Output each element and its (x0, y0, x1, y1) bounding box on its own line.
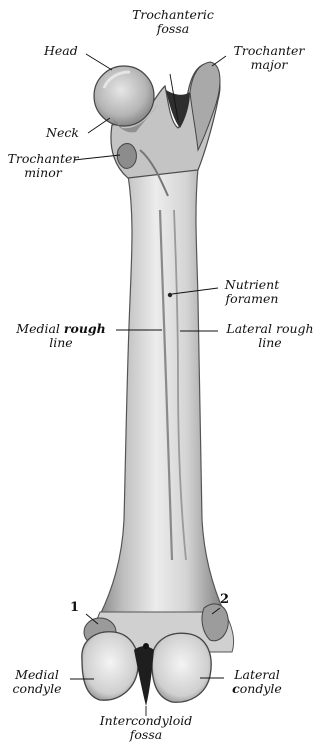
label-trochanter-minor: Trochanter minor (6, 152, 80, 180)
marker-2: 2 (220, 592, 229, 607)
label-medial-rough-line-word1: Medial (16, 321, 64, 336)
label-medial-condyle-line2: condyle (2, 682, 72, 696)
label-medial-condyle-line1: Medial (2, 668, 72, 682)
label-nutrient-foramen-line1: Nutrient (216, 278, 288, 292)
femur-shaft (100, 168, 224, 615)
label-intercondyloid-fossa-line2: fossa (86, 728, 206, 742)
label-trochanter-minor-line2: minor (6, 166, 80, 180)
label-lateral-condyle-rest: ondyle (240, 681, 282, 696)
medial-condyle-shape (82, 632, 138, 700)
label-trochanter-minor-line1: Trochanter (6, 152, 80, 166)
femoral-head-shape (94, 66, 154, 126)
label-intercondyloid-fossa: Intercondyloid fossa (86, 714, 206, 742)
label-trochanteric-fossa-line2: fossa (118, 22, 228, 36)
nutrient-foramen-dot (168, 293, 172, 297)
marker-1: 1 (70, 600, 79, 615)
label-medial-rough-line: Medial rough line (6, 322, 116, 350)
label-medial-rough-line-word2: rough (64, 321, 106, 336)
label-lateral-condyle: Lateral condyle (222, 668, 292, 696)
label-lateral-rough-line-line2: line (218, 336, 322, 350)
label-trochanter-major-line2: major (226, 58, 312, 72)
label-lateral-rough-line: Lateral rough line (218, 322, 322, 350)
label-nutrient-foramen-line2: foramen (216, 292, 288, 306)
label-trochanter-major-line1: Trochanter (226, 44, 312, 58)
label-neck: Neck (46, 126, 79, 140)
label-intercondyloid-fossa-line1: Intercondyloid (86, 714, 206, 728)
label-lateral-condyle-line2: condyle (222, 682, 292, 696)
label-lateral-condyle-initial: c (232, 681, 240, 696)
label-lateral-rough-line-line1: Lateral rough (218, 322, 322, 336)
label-medial-condyle: Medial condyle (2, 668, 72, 696)
lateral-condyle-shape (152, 633, 211, 702)
label-lateral-condyle-line1: Lateral (222, 668, 292, 682)
label-trochanter-major: Trochanter major (226, 44, 312, 72)
label-trochanteric-fossa-line1: Trochanteric (118, 8, 228, 22)
label-medial-rough-line-line2: line (6, 336, 116, 350)
label-trochanteric-fossa: Trochanteric fossa (118, 8, 228, 36)
label-head: Head (44, 44, 78, 58)
label-medial-rough-line-line1: Medial rough (6, 322, 116, 336)
trochanter-minor-shape (117, 144, 136, 169)
label-nutrient-foramen: Nutrient foramen (216, 278, 288, 306)
